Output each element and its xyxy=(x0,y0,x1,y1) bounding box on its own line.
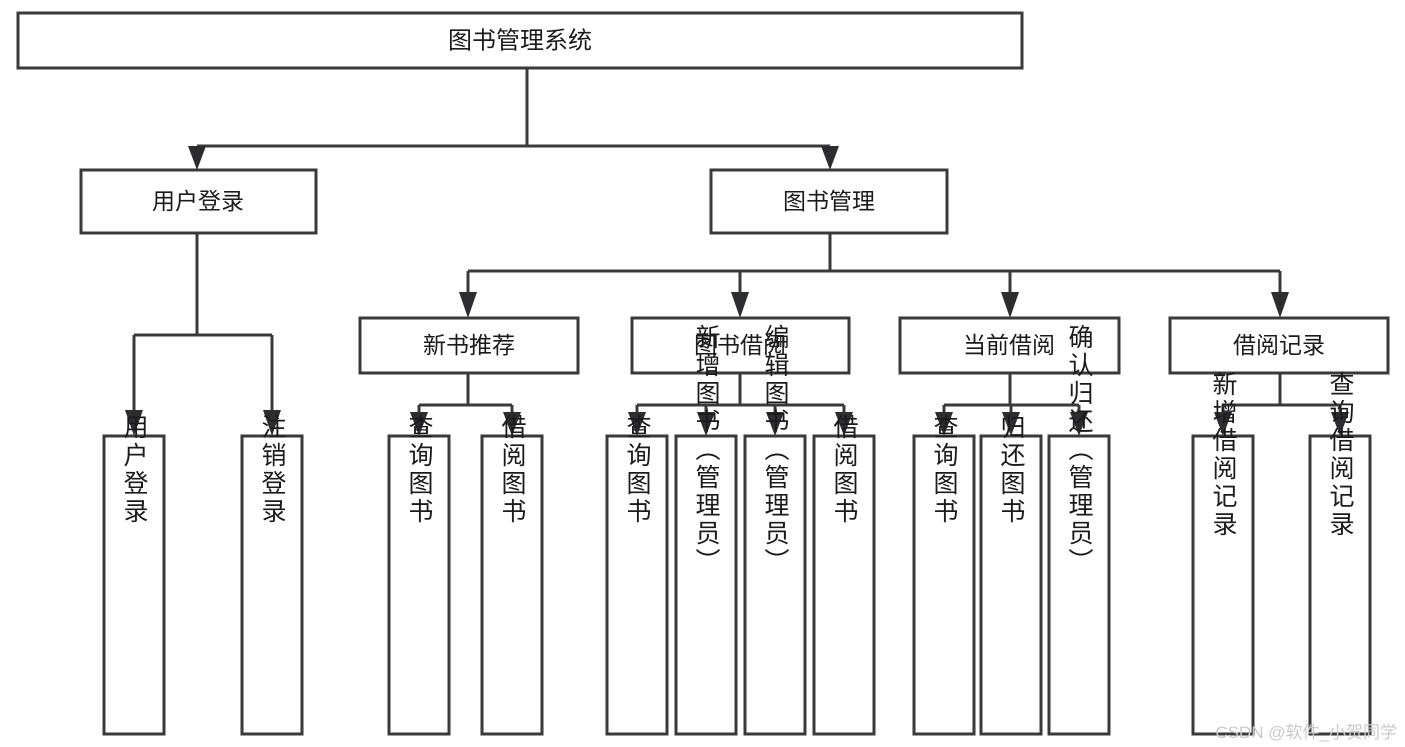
leaf-book-borrow-0-label: 查询图书 xyxy=(623,414,652,526)
leaf-current-borrow-2-label: 确认归还（管理员） xyxy=(1065,324,1094,576)
node-root[interactable]: 图书管理系统 xyxy=(16,11,1024,70)
leaf-current-borrow-2[interactable]: 确认归还（管理员） xyxy=(1047,324,1111,736)
leaf-book-borrow-1[interactable]: 新增图书（管理员） xyxy=(674,324,738,736)
node-new-book-recommend-label: 新书推荐 xyxy=(423,332,515,358)
leaf-borrow-record-1[interactable]: 查询借阅记录 xyxy=(1308,371,1372,736)
leaf-borrow-record-0[interactable]: 新增借阅记录 xyxy=(1191,371,1255,736)
connector-currentborrow-to-leaves xyxy=(935,373,1088,436)
connector-root-to-level2 xyxy=(188,68,839,170)
leaf-new-book-0[interactable]: 查询图书 xyxy=(387,414,451,736)
leaf-current-borrow-1-label: 归还图书 xyxy=(997,414,1026,526)
leaf-new-book-0-label: 查询图书 xyxy=(405,414,434,526)
leaf-book-borrow-2[interactable]: 编辑图书（管理员） xyxy=(743,324,807,736)
node-current-borrow[interactable]: 当前借阅 xyxy=(898,316,1121,375)
connector-newbook-to-leaves xyxy=(410,373,521,436)
watermark: CSDN @软件_小贺同学 xyxy=(1215,723,1397,742)
leaf-book-borrow-3-label: 借阅图书 xyxy=(830,414,859,526)
leaf-book-borrow-1-label: 新增图书（管理员） xyxy=(692,324,721,576)
node-borrow-record-label: 借阅记录 xyxy=(1233,332,1325,358)
connector-bookborrow-to-leaves xyxy=(628,373,853,436)
leaf-current-borrow-0[interactable]: 查询图书 xyxy=(912,414,976,736)
connector-borrowrecord-to-leaves xyxy=(1214,373,1349,436)
leaf-new-book-1[interactable]: 借阅图书 xyxy=(480,414,544,736)
node-new-book-recommend[interactable]: 新书推荐 xyxy=(358,316,580,375)
node-borrow-record[interactable]: 借阅记录 xyxy=(1168,316,1390,375)
node-user-login[interactable]: 用户登录 xyxy=(79,168,318,235)
leaf-user-login-0-label: 用户登录 xyxy=(120,414,149,526)
node-root-label: 图书管理系统 xyxy=(448,27,592,54)
connector-userlogin-to-leaves xyxy=(125,233,281,436)
node-book-management-label: 图书管理 xyxy=(783,188,875,214)
node-current-borrow-label: 当前借阅 xyxy=(963,332,1055,358)
leaf-book-borrow-0[interactable]: 查询图书 xyxy=(605,414,669,736)
leaf-user-login-1-label: 注销登录 xyxy=(258,414,287,526)
leaf-user-login-0[interactable]: 用户登录 xyxy=(102,414,166,736)
leaf-new-book-1-label: 借阅图书 xyxy=(498,414,527,526)
connector-bookmgmt-to-level3 xyxy=(459,233,1289,318)
leaf-user-login-1[interactable]: 注销登录 xyxy=(240,414,304,736)
node-book-borrow[interactable]: 图书借阅 xyxy=(630,316,851,375)
leaf-book-borrow-3[interactable]: 借阅图书 xyxy=(812,414,876,736)
leaf-current-borrow-0-label: 查询图书 xyxy=(930,414,959,526)
leaf-current-borrow-1[interactable]: 归还图书 xyxy=(979,414,1043,736)
node-book-borrow-label: 图书借阅 xyxy=(694,332,786,358)
leaf-borrow-record-0-label: 新增借阅记录 xyxy=(1209,371,1238,539)
node-book-management[interactable]: 图书管理 xyxy=(709,168,949,235)
leaf-book-borrow-2-label: 编辑图书（管理员） xyxy=(761,324,790,576)
node-user-login-label: 用户登录 xyxy=(152,188,244,214)
leaf-borrow-record-1-label: 查询借阅记录 xyxy=(1326,371,1355,539)
